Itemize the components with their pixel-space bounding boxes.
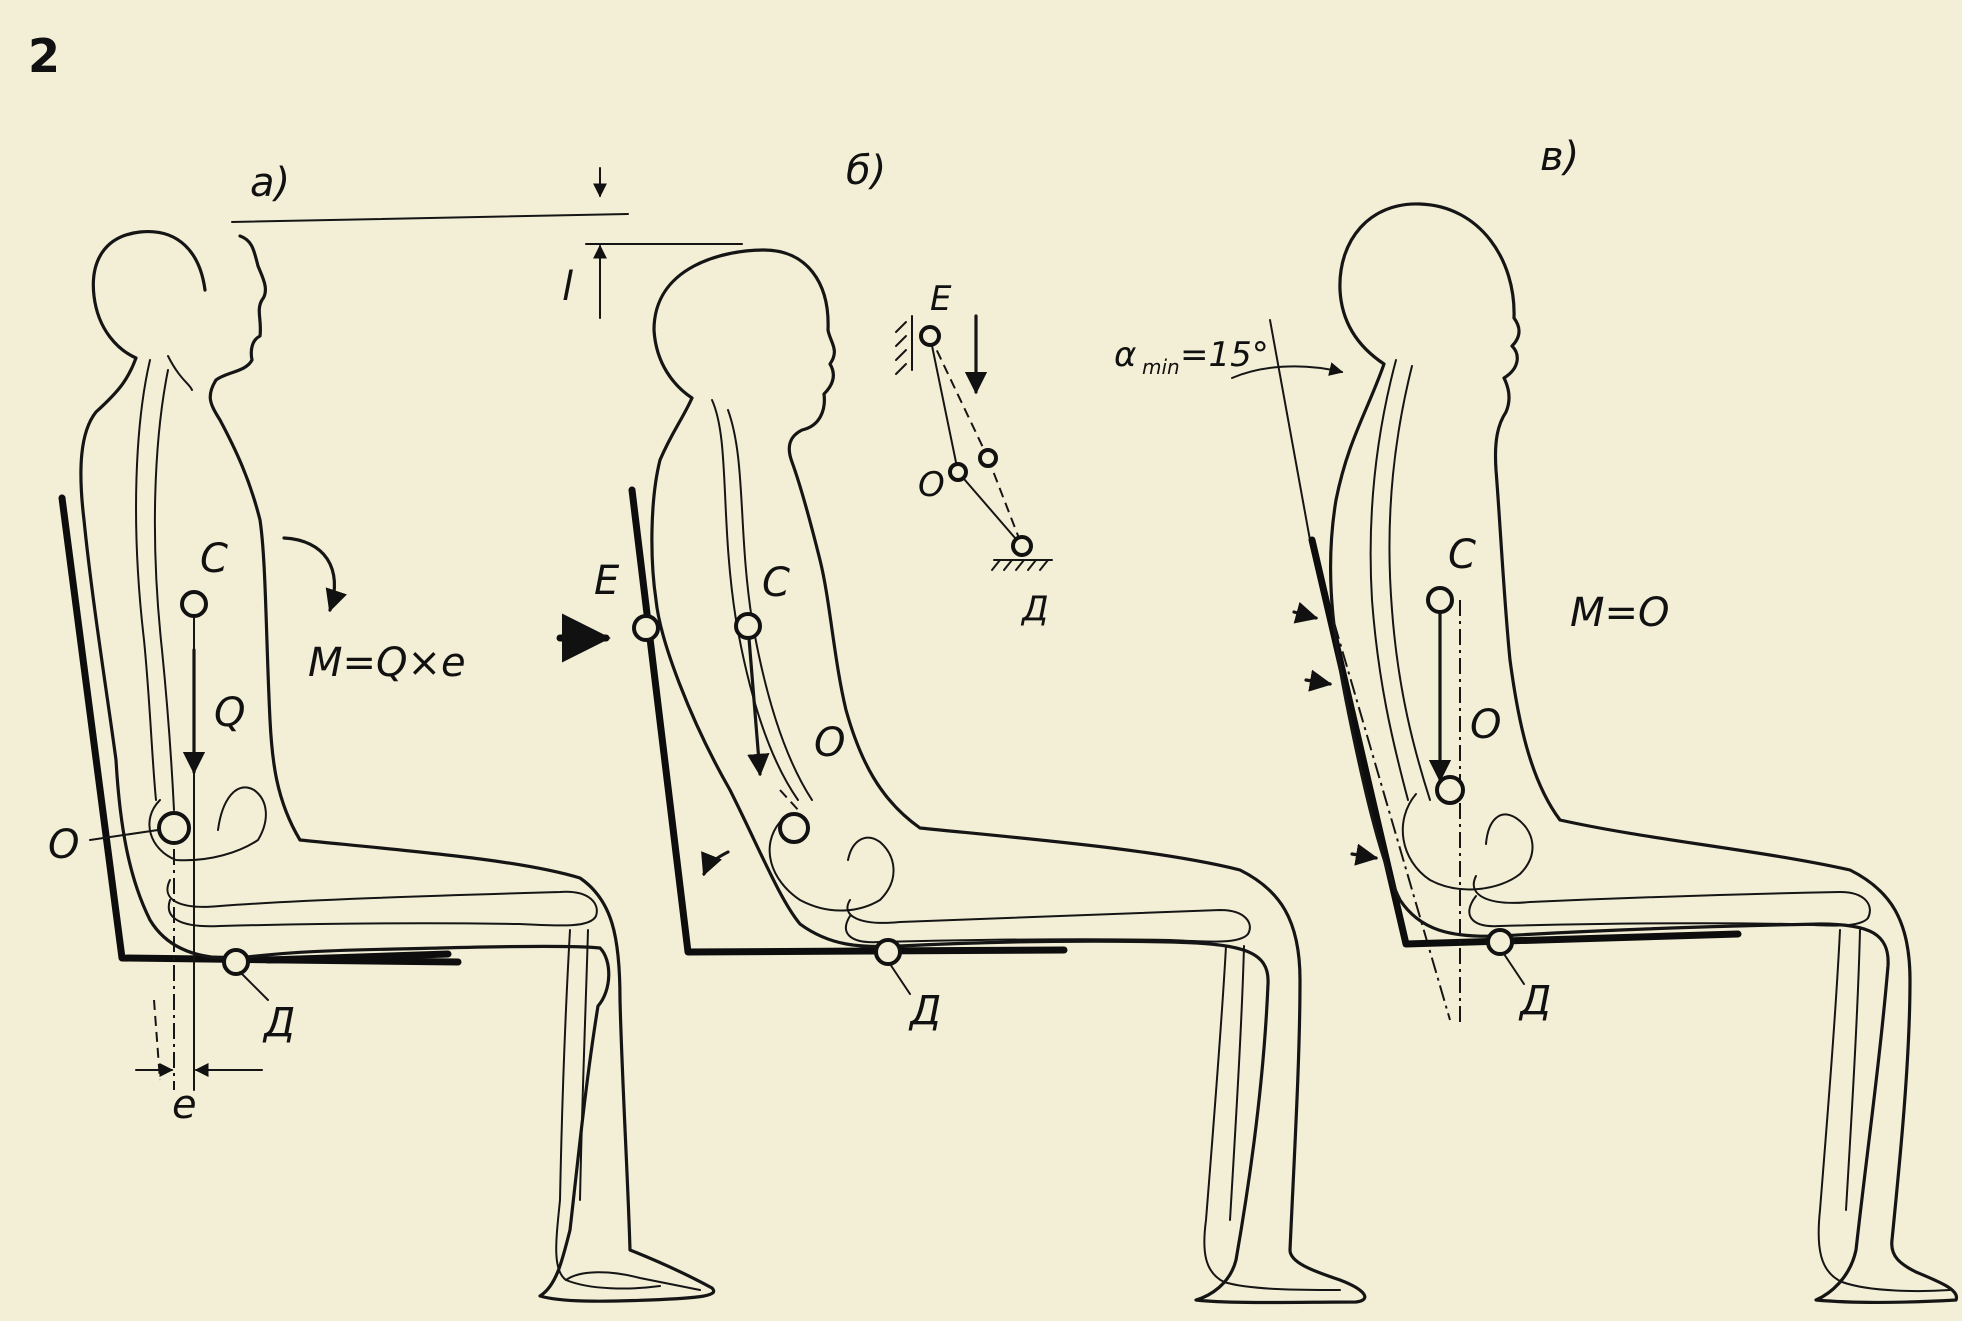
label-e-a: e: [172, 1082, 197, 1128]
point-d-b: [876, 940, 900, 964]
human-figure-v: [1331, 204, 1957, 1302]
o-link-b: [780, 790, 800, 812]
backrest-push-arrow-1: [1294, 612, 1316, 618]
inset-link-lower-dashed: [988, 458, 1022, 546]
label-d-a: Д: [262, 1000, 295, 1046]
chair-backrest-a: [62, 498, 458, 962]
angle-reference-line: [1270, 320, 1310, 540]
human-figure-b: [652, 250, 1365, 1303]
label-e-b: E: [594, 558, 620, 604]
point-c-v: [1428, 588, 1452, 612]
inset-point-o: [950, 464, 966, 480]
label-o-b: O: [814, 720, 845, 766]
moment-label-v: M=O: [1570, 590, 1670, 636]
label-l-b: l: [562, 264, 573, 310]
backrest-push-arrow-2: [1306, 680, 1330, 684]
label-d-v: Д: [1518, 978, 1551, 1024]
label-c-a: C: [200, 536, 228, 582]
backrest-push-arrow-3: [1352, 854, 1376, 858]
point-o-v: [1437, 777, 1463, 803]
human-figure-a: [81, 232, 714, 1302]
moment-arrow-a: [284, 538, 334, 610]
rotation-arrow-b: [704, 852, 728, 874]
inset-point-d: [1013, 537, 1031, 555]
point-e-b: [634, 616, 658, 640]
inset-wall-hatch: [896, 322, 906, 374]
angle-symbol: α: [1114, 335, 1136, 375]
panel-v-label: в): [1540, 134, 1579, 180]
point-c-b: [736, 614, 760, 638]
label-c-b: C: [762, 560, 790, 606]
inset-link-upper: [930, 336, 958, 472]
moment-label-a: M=Q×e: [308, 640, 466, 686]
label-o-v: O: [1470, 702, 1501, 748]
inset-ground-hatch: [992, 560, 1048, 570]
panel-b: б) l E C O Д: [560, 148, 1365, 1303]
figure-number: 2: [28, 29, 60, 83]
backrest-projection-a: [154, 1000, 160, 1080]
point-o-b: [780, 814, 808, 842]
label-c-v: C: [1448, 532, 1476, 578]
point-o-a: [159, 813, 189, 843]
panel-a: а) C: [48, 160, 714, 1301]
inset-label-e: E: [930, 279, 952, 319]
point-d-a: [224, 950, 248, 974]
angle-subscript: min: [1142, 355, 1180, 379]
angle-value: =15°: [1180, 335, 1269, 375]
leader-d-b: [890, 964, 910, 994]
inset-link-upper-dashed: [930, 336, 988, 458]
label-q-a: Q: [214, 690, 245, 736]
head-height-line-a: [232, 214, 628, 222]
panel-v: в) α min =15° C O Д: [1114, 134, 1957, 1302]
leader-d-a: [240, 972, 268, 1000]
label-d-b: Д: [908, 988, 941, 1034]
panel-b-label: б): [846, 148, 886, 194]
point-d-v: [1488, 930, 1512, 954]
mechanism-inset-b: E O Д: [896, 279, 1052, 629]
inset-point-e: [921, 327, 939, 345]
label-o-a: O: [48, 822, 79, 868]
inset-link-lower: [958, 472, 1022, 546]
inset-point-o-displaced: [980, 450, 996, 466]
inset-label-d: Д: [1020, 589, 1049, 629]
panel-a-label: а): [250, 160, 290, 206]
point-c-a: [182, 592, 206, 616]
inset-label-o: O: [918, 465, 945, 505]
